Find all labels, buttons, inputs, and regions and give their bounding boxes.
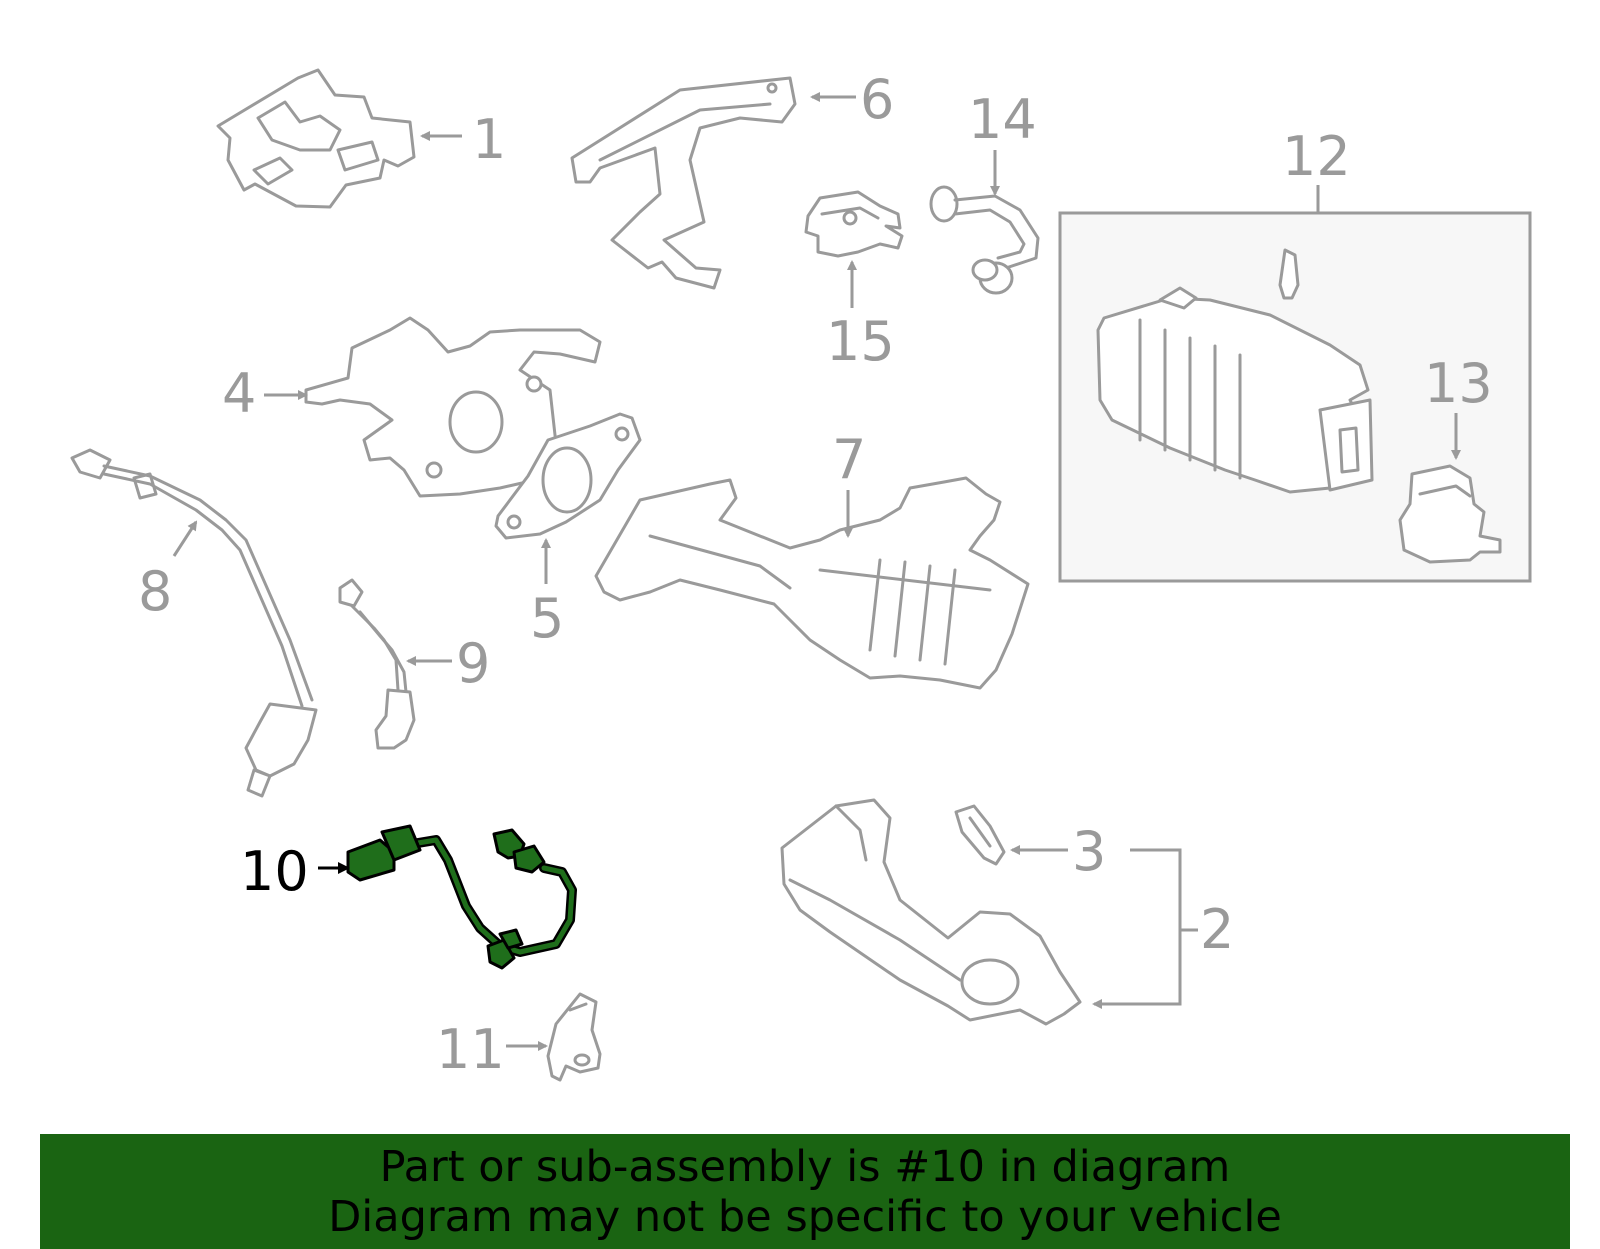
callout-11: 11 xyxy=(436,1018,505,1081)
part-10-sensor-harness[interactable] xyxy=(346,824,577,970)
callout-13: 13 xyxy=(1424,352,1493,415)
info-banner: Part or sub-assembly is #10 in diagram D… xyxy=(40,1134,1570,1249)
part-7-egr-cooler[interactable] xyxy=(594,476,1030,690)
callout-3: 3 xyxy=(1072,820,1106,883)
banner-line-2: Diagram may not be specific to your vehi… xyxy=(328,1192,1282,1242)
part-8-oxygen-sensor[interactable] xyxy=(70,448,318,798)
part-14-hose[interactable] xyxy=(929,185,1040,295)
part-6-bracket[interactable] xyxy=(570,76,797,290)
part-9-wire-bracket[interactable] xyxy=(338,578,416,750)
callout-5: 5 xyxy=(530,587,564,650)
callout-labels: 1 6 14 15 12 13 4 5 7 8 9 10 11 3 2 xyxy=(138,68,1493,1081)
part-11-bracket[interactable] xyxy=(546,992,602,1082)
callout-2: 2 xyxy=(1200,898,1234,961)
leader-lines xyxy=(172,92,1461,1051)
callout-6: 6 xyxy=(860,68,894,131)
callout-14: 14 xyxy=(968,88,1037,151)
callout-1: 1 xyxy=(472,108,506,171)
callout-12: 12 xyxy=(1282,125,1351,188)
part-2-pipe[interactable] xyxy=(780,798,1082,1026)
callout-7: 7 xyxy=(832,428,866,491)
part-13-valve[interactable] xyxy=(1398,464,1502,564)
callout-4: 4 xyxy=(222,362,256,425)
part-5-gasket[interactable] xyxy=(494,412,642,540)
callout-8: 8 xyxy=(138,560,172,623)
part-3-clip[interactable] xyxy=(954,804,1006,866)
callout-15: 15 xyxy=(826,310,895,373)
part-12-canister[interactable] xyxy=(1096,248,1374,494)
part-15-sensor[interactable] xyxy=(804,190,904,258)
part-4-egr-valve[interactable] xyxy=(304,316,602,498)
callout-9: 9 xyxy=(456,632,490,695)
callout-10: 10 xyxy=(240,840,309,903)
banner-line-1: Part or sub-assembly is #10 in diagram xyxy=(379,1142,1231,1192)
part-1-valve[interactable] xyxy=(216,68,416,209)
